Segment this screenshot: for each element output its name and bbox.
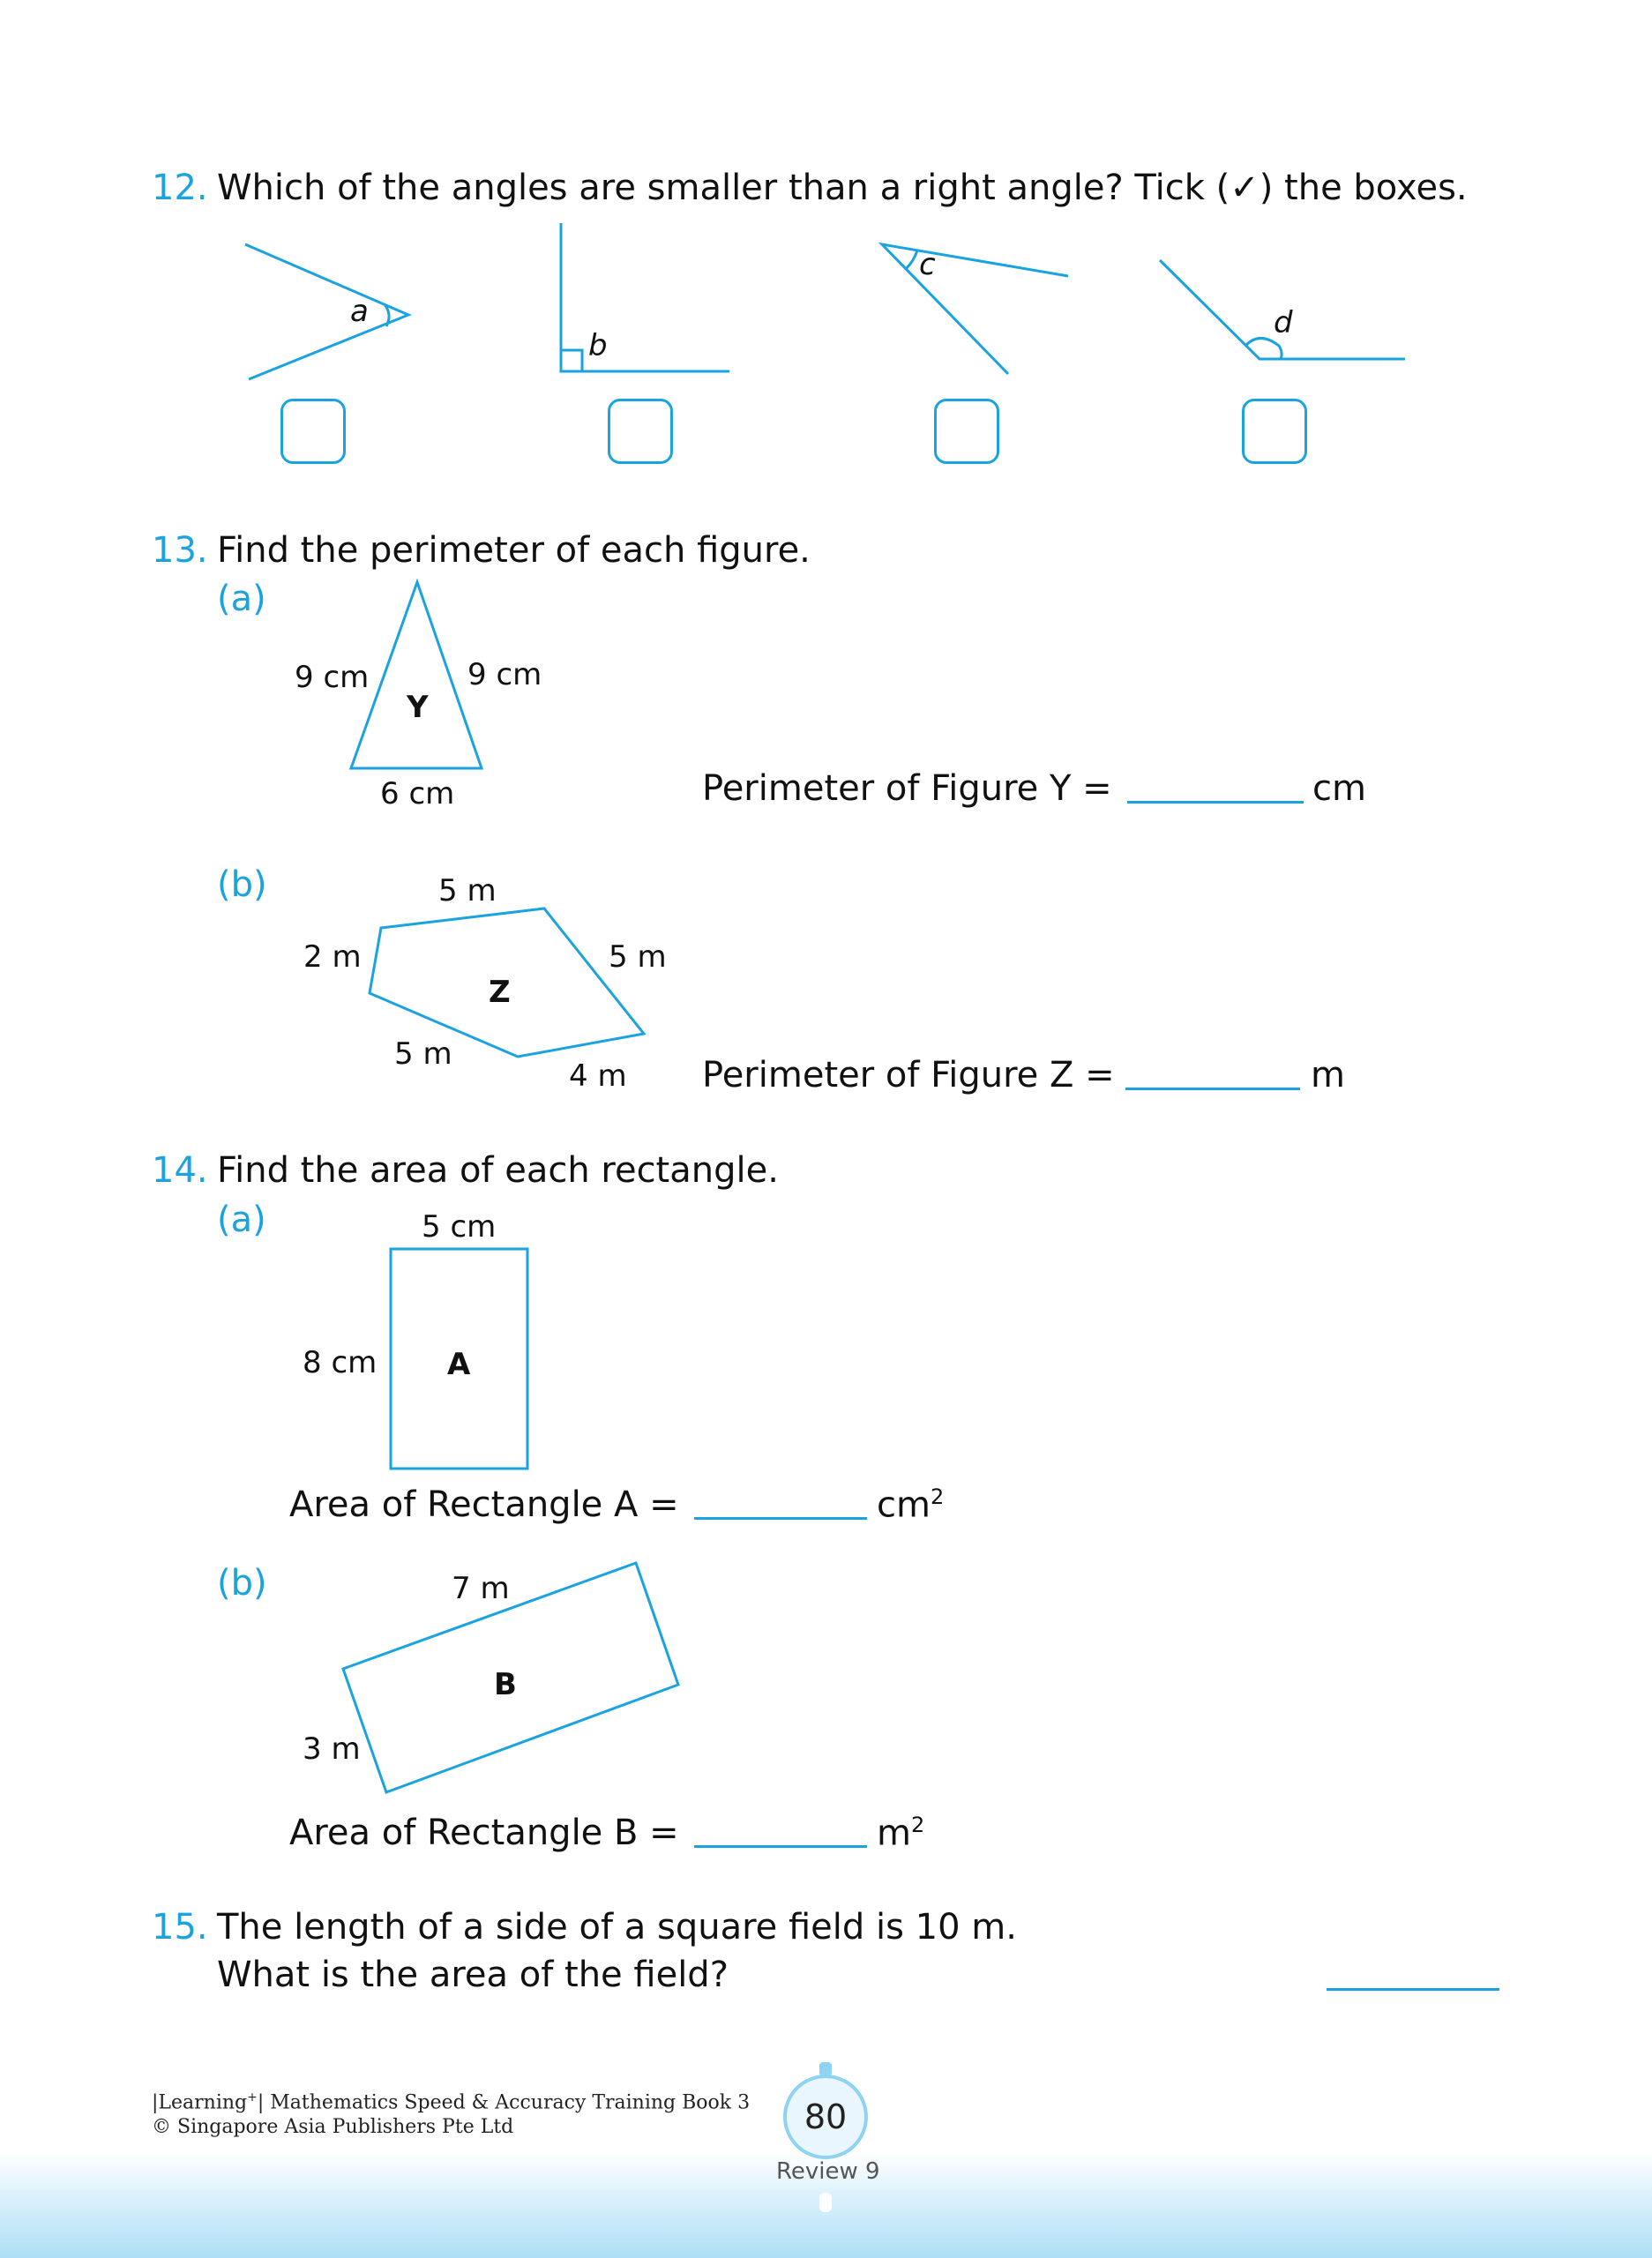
tick-box-a[interactable] — [280, 399, 346, 464]
area-a-unit-exponent: 2 — [930, 1484, 945, 1509]
rectangle-a-height: 8 cm — [303, 1345, 377, 1380]
area-b-unit-exponent: 2 — [910, 1813, 925, 1837]
question-14-text: Find the area of each rectangle. — [217, 1150, 779, 1191]
angle-c-arc — [904, 250, 919, 271]
question-15-answer-blank[interactable] — [1327, 1988, 1499, 1991]
section-label: Review 9 — [776, 2158, 880, 2185]
angle-a-label: a — [350, 294, 369, 329]
triangle-y-right-side: 9 cm — [467, 657, 542, 692]
tick-box-d[interactable] — [1242, 399, 1307, 464]
perimeter-z-unit: m — [1311, 1055, 1345, 1095]
perimeter-y-answer-blank[interactable] — [1127, 801, 1304, 804]
question-13a-label: (a) — [217, 579, 266, 619]
area-b-label: Area of Rectangle B = — [289, 1813, 679, 1853]
footer-book-title: |Learning+| Mathematics Speed & Accuracy… — [152, 2090, 750, 2113]
figure-y-label: Y — [407, 690, 429, 725]
area-b-answer-blank[interactable] — [694, 1845, 867, 1848]
figure-z-label: Z — [489, 975, 511, 1010]
angle-d-shape — [1158, 258, 1405, 361]
tick-box-c[interactable] — [934, 399, 999, 464]
pentagon-z-bottom-right-side: 4 m — [569, 1058, 627, 1094]
question-15-text-line2: What is the area of the field? — [217, 1955, 729, 1995]
angle-b-right-angle-mark — [559, 348, 584, 373]
figure-b-label: B — [494, 1667, 517, 1702]
triangle-y-bottom-side: 6 cm — [380, 776, 455, 811]
question-13-number: 13. — [152, 530, 208, 571]
footer-brand-post: | Mathematics Speed & Accuracy Training … — [257, 2091, 751, 2114]
area-b-unit: m2 — [877, 1813, 924, 1853]
rectangle-b-length: 7 m — [452, 1571, 510, 1606]
pentagon-z-left-side: 2 m — [303, 939, 362, 975]
question-14b-label: (b) — [217, 1563, 267, 1604]
angle-c-shape — [878, 242, 1069, 376]
angle-b-label: b — [588, 328, 608, 363]
question-15-text-line1: The length of a side of a square field i… — [217, 1907, 1017, 1948]
perimeter-z-label: Perimeter of Figure Z = — [702, 1055, 1115, 1095]
angle-d-label: d — [1274, 305, 1293, 340]
footer-brand-pre: |Learning — [152, 2091, 248, 2114]
triangle-y-left-side: 9 cm — [295, 660, 370, 695]
question-15-number: 15. — [152, 1907, 208, 1948]
angle-a-arc — [383, 303, 391, 327]
footer-brand-sup: + — [247, 2090, 258, 2105]
perimeter-y-label: Perimeter of Figure Y = — [702, 768, 1112, 809]
question-12-number: 12. — [152, 168, 208, 208]
rectangle-b-width: 3 m — [303, 1731, 361, 1767]
page-number: 80 — [783, 2075, 868, 2159]
pentagon-z-right-side: 5 m — [609, 939, 667, 975]
perimeter-y-unit: cm — [1312, 768, 1366, 809]
angle-a-shape — [244, 243, 412, 381]
question-14a-label: (a) — [217, 1200, 266, 1240]
area-a-unit: cm2 — [877, 1484, 944, 1525]
footer-copyright: © Singapore Asia Publishers Pte Ltd — [152, 2116, 514, 2138]
angle-c-label: c — [919, 247, 936, 282]
area-a-label: Area of Rectangle A = — [289, 1484, 679, 1525]
area-b-unit-base: m — [877, 1813, 911, 1854]
figure-a-label: A — [447, 1347, 471, 1382]
question-13-text: Find the perimeter of each figure. — [217, 530, 811, 571]
area-a-unit-base: cm — [877, 1484, 931, 1526]
perimeter-z-answer-blank[interactable] — [1125, 1088, 1300, 1090]
rectangle-a-width: 5 cm — [422, 1209, 497, 1245]
angle-d-arc — [1244, 337, 1283, 360]
area-a-answer-blank[interactable] — [694, 1517, 867, 1520]
tick-box-b[interactable] — [608, 399, 673, 464]
question-12-text: Which of the angles are smaller than a r… — [217, 168, 1468, 208]
question-13b-label: (b) — [217, 864, 267, 905]
pentagon-z-top-side: 5 m — [438, 873, 497, 908]
question-14-number: 14. — [152, 1150, 208, 1191]
pentagon-z-bottom-left-side: 5 m — [394, 1036, 452, 1072]
